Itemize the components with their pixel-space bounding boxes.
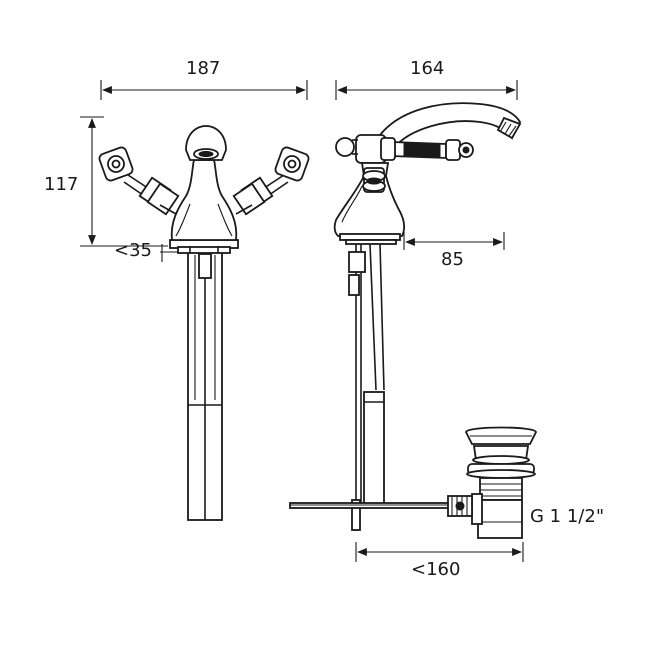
dimension-waste-length xyxy=(355,542,524,562)
label-height: 117 xyxy=(44,174,79,195)
label-front-offset: <35 xyxy=(114,240,152,261)
label-spout-reach: 85 xyxy=(441,249,464,270)
label-side-width: 164 xyxy=(410,58,445,79)
dimension-side-width xyxy=(335,80,518,100)
label-waste-length: <160 xyxy=(411,559,461,580)
dimension-height xyxy=(80,116,168,247)
label-waste-thread: G 1 1/2" xyxy=(530,506,605,527)
dimension-spout-reach xyxy=(403,232,505,250)
dimension-front-offset xyxy=(160,244,178,262)
label-front-width: 187 xyxy=(186,58,221,79)
waste-assembly xyxy=(447,426,537,539)
dimension-front-width xyxy=(100,80,308,100)
side-view-tap xyxy=(289,102,522,531)
front-view-tap xyxy=(98,125,310,521)
